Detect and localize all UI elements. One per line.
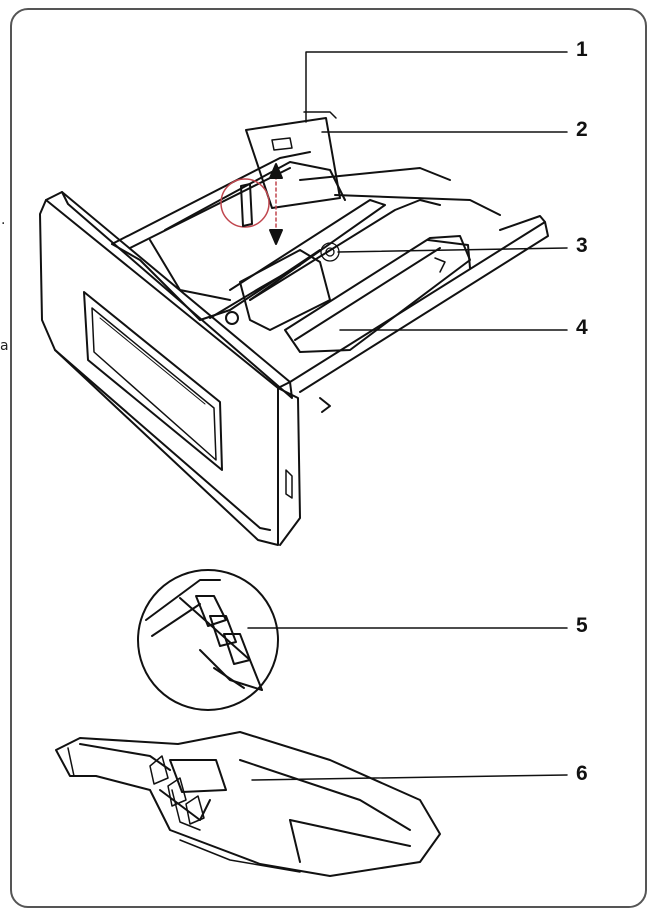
liquid-insert-flap — [245, 117, 341, 209]
edge-fragment-2: a — [0, 338, 9, 354]
edge-fragment-1: . — [1, 212, 6, 228]
softener-compartment — [239, 249, 331, 331]
callout-3: 3 — [576, 234, 588, 257]
compartment-prewash — [111, 243, 321, 321]
diagram-frame — [10, 8, 647, 908]
drawer-handle-recess — [83, 291, 223, 471]
callout-6: 6 — [576, 762, 588, 785]
insert-lock-highlight — [220, 178, 270, 228]
removable-insert — [55, 731, 441, 877]
callout-leaders — [247, 51, 568, 781]
callout-4: 4 — [576, 316, 588, 339]
callout-2: 2 — [576, 118, 588, 141]
detail-circle-clips — [137, 569, 279, 711]
dispenser-drawer — [39, 111, 549, 546]
filter-cap — [320, 242, 340, 262]
callout-5: 5 — [576, 614, 588, 637]
detergent-compartment — [284, 235, 471, 353]
callout-1: 1 — [576, 38, 588, 61]
